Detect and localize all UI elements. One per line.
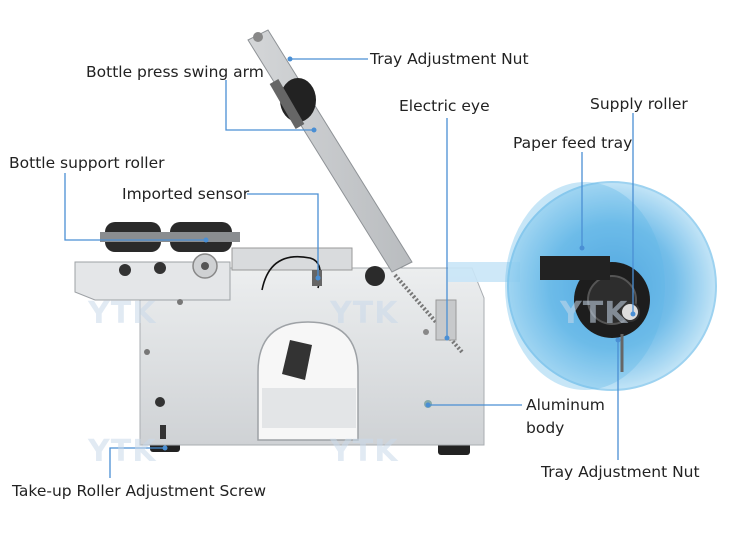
watermark: YTK — [330, 434, 399, 469]
leader-bottle-press-swing-arm — [225, 80, 314, 131]
sensor-housing — [231, 247, 353, 271]
label-tray-adjustment-nut-bottom: Tray Adjustment Nut — [541, 463, 700, 481]
leader-lines — [64, 58, 634, 478]
label-take-up-roller-adjustment-screw: Take-up Roller Adjustment Screw — [12, 482, 267, 500]
label-electric-eye: Electric eye — [399, 97, 490, 115]
leader-imported-sensor — [247, 193, 319, 278]
label-bottle-support-roller: Bottle support roller — [9, 154, 165, 172]
leader-bottle-support-roller — [64, 173, 206, 241]
label-bottle-press-swing-arm: Bottle press swing arm — [86, 63, 264, 81]
watermark: YTK — [88, 296, 157, 331]
watermark: YTK — [330, 296, 399, 331]
leader-take-up-roller-screw — [109, 447, 165, 478]
label-supply-roller: Supply roller — [590, 95, 688, 113]
label-aluminum-body-line1: Aluminum — [526, 396, 605, 414]
label-imported-sensor: Imported sensor — [122, 185, 250, 203]
electric-eye-bracket — [435, 299, 457, 341]
label-paper-feed-tray: Paper feed tray — [513, 134, 633, 152]
label-aluminum-body-line2: body — [526, 419, 565, 437]
label-strip — [448, 262, 520, 282]
take-up-roller-adjustment-screw-part — [160, 425, 166, 439]
watermark: YTK — [88, 434, 157, 469]
watermark: YTK — [560, 296, 629, 331]
label-tray-adjustment-nut-top: Tray Adjustment Nut — [370, 50, 529, 68]
